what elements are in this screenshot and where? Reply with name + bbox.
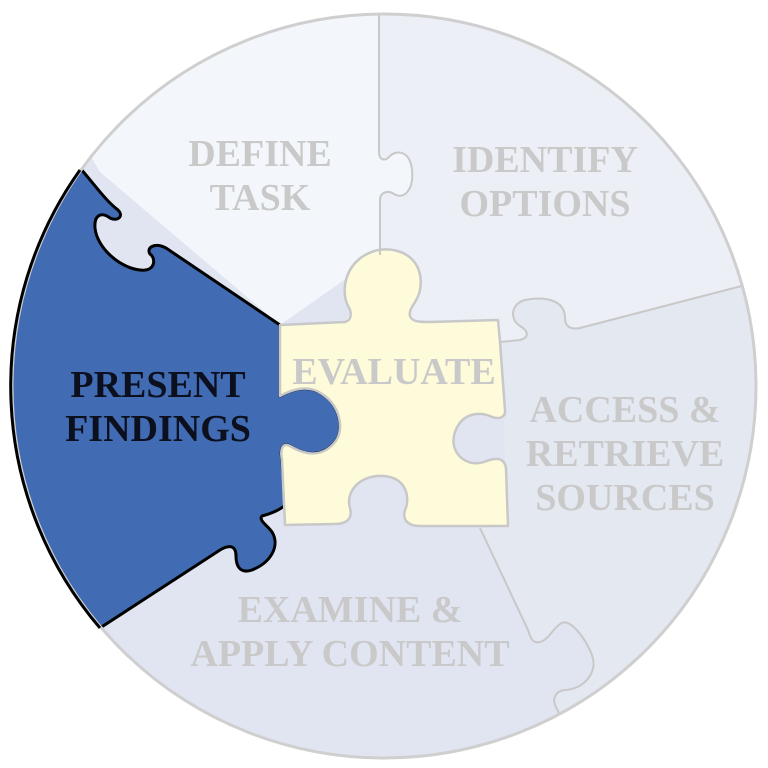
label-evaluate: EVALUATE	[284, 350, 504, 394]
divider-identify-access	[499, 281, 756, 343]
define-task-line2: TASK	[209, 177, 311, 219]
examine-line2: APPLY CONTENT	[190, 633, 510, 675]
access-line3: SOURCES	[535, 477, 715, 519]
label-access-retrieve: ACCESS & RETRIEVE SOURCES	[515, 388, 735, 520]
examine-line1: EXAMINE &	[237, 589, 463, 631]
access-line2: RETRIEVE	[525, 433, 725, 475]
divider-access-examine	[479, 527, 595, 741]
label-examine-apply: EXAMINE & APPLY CONTENT	[180, 588, 520, 676]
define-task-line1: DEFINE	[188, 133, 332, 175]
divider-define-identify	[378, 14, 414, 255]
present-line1: PRESENT	[70, 364, 246, 406]
evaluate-line: EVALUATE	[292, 351, 496, 393]
label-define-task: DEFINE TASK	[160, 132, 360, 220]
label-present-findings: PRESENT FINDINGS	[48, 363, 268, 451]
identify-options-line2: OPTIONS	[459, 183, 631, 225]
identify-options-line1: IDENTIFY	[452, 139, 638, 181]
piece-evaluate[interactable]	[278, 248, 510, 528]
access-line1: ACCESS &	[529, 389, 721, 431]
label-identify-options: IDENTIFY OPTIONS	[430, 138, 660, 226]
active-arc-outline	[9, 169, 102, 629]
present-line2: FINDINGS	[65, 408, 251, 450]
